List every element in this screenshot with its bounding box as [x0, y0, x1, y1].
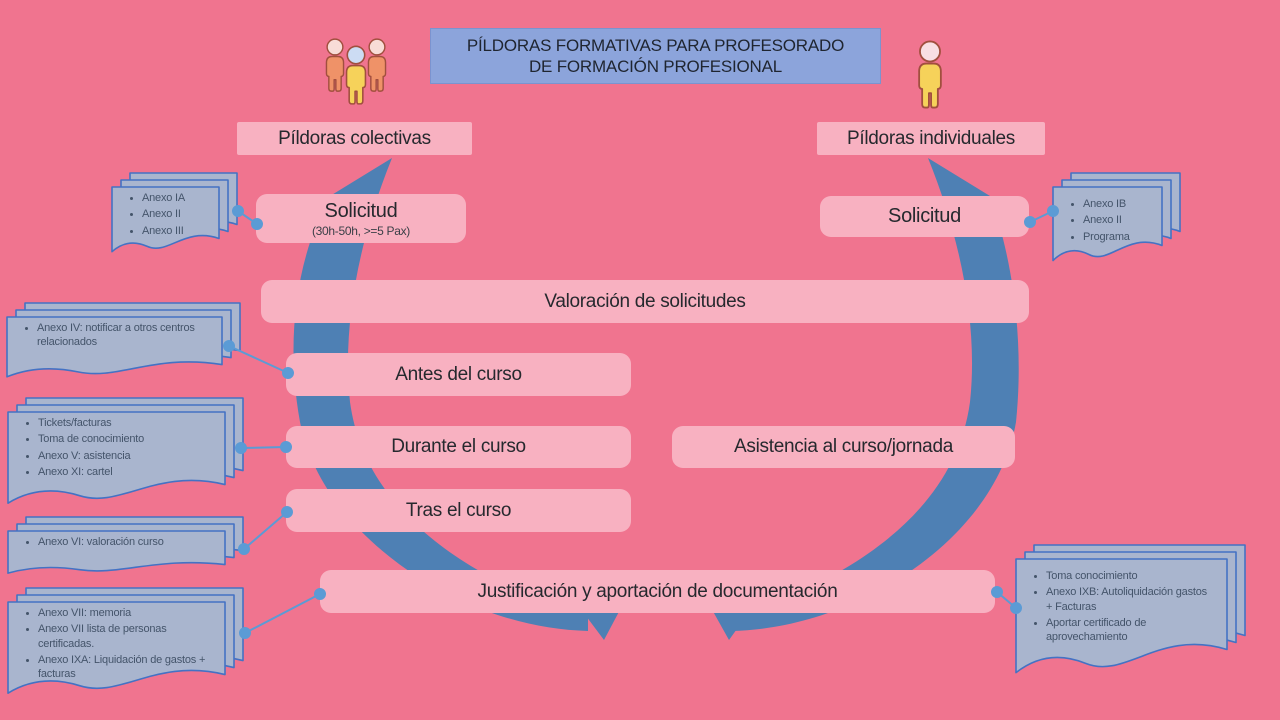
note-item: Anexo XI: cartel	[38, 465, 209, 479]
note-list: Anexo IA Anexo II Anexo III	[122, 191, 203, 240]
step-label: Antes del curso	[395, 363, 522, 385]
step-label: Solicitud	[324, 199, 398, 222]
group-people-icon	[325, 38, 387, 105]
note-stack-anexos-individual: Anexo IB Anexo II Programa	[1052, 172, 1181, 262]
note-item: Anexo VI: valoración curso	[38, 535, 209, 549]
branch-label-individuales: Píldoras individuales	[817, 122, 1045, 155]
page-title: PÍLDORAS FORMATIVAS PARA PROFESORADO DE …	[466, 35, 845, 76]
note-list: Toma conocimientoAnexo IXB: Autoliquidac…	[1026, 569, 1211, 646]
note-item: Anexo VII: memoria	[38, 606, 209, 620]
note-item: Tickets/facturas	[38, 416, 209, 430]
step-label: Valoración de solicitudes	[544, 290, 746, 312]
step-label: Durante el curso	[391, 436, 526, 457]
step-label: Justificación y aportación de documentac…	[477, 580, 838, 602]
note-item: Anexo II	[142, 207, 203, 221]
left-cycle-arrowhead	[580, 606, 622, 640]
document-stack-icon	[111, 172, 238, 253]
step-tras-el-curso: Tras el curso	[286, 489, 631, 532]
note-stack-anexo-vi: Anexo VI: valoración curso	[7, 516, 244, 574]
note-item: Anexo II	[1083, 213, 1146, 227]
note-stack-justificacion-individual: Toma conocimientoAnexo IXB: Autoliquidac…	[1015, 544, 1246, 675]
document-stack-icon	[7, 587, 244, 694]
note-list: Anexo IV: notificar a otros centros rela…	[17, 321, 206, 352]
note-stack-durante-docs: Tickets/facturasToma de conocimientoAnex…	[7, 397, 244, 505]
note-item: Anexo IB	[1083, 197, 1146, 211]
document-stack-icon	[6, 302, 241, 378]
person-left-icon	[325, 38, 345, 92]
note-item: Anexo IXB: Autoliquidación gastos + Fact…	[1046, 585, 1211, 614]
step-label: Tras el curso	[405, 499, 512, 521]
person-right-icon	[367, 38, 387, 92]
step-solicitud-individuales: Solicitud	[820, 196, 1029, 237]
note-list: Anexo VII: memoriaAnexo VII lista de per…	[18, 606, 209, 683]
note-item: Programa	[1083, 230, 1146, 244]
person-center-icon	[345, 45, 367, 105]
note-list: Anexo VI: valoración curso	[18, 535, 209, 551]
note-item: Anexo VII lista de personas certificadas…	[38, 622, 209, 651]
note-list: Anexo IB Anexo II Programa	[1063, 197, 1146, 246]
note-item: Toma conocimiento	[1046, 569, 1211, 583]
step-antes-del-curso: Antes del curso	[286, 353, 631, 396]
right-cycle-arrowhead	[710, 606, 752, 640]
note-item: Aportar certificado de aprovechamiento	[1046, 616, 1211, 645]
step-label: Asistencia al curso/jornada	[734, 436, 953, 457]
step-durante-el-curso: Durante el curso	[286, 426, 631, 468]
document-stack-icon	[1052, 172, 1181, 262]
step-asistencia: Asistencia al curso/jornada	[672, 426, 1015, 468]
branch-label-colectivas: Píldoras colectivas	[237, 122, 472, 155]
note-item: Anexo III	[142, 224, 203, 238]
step-solicitud-colectivas: Solicitud (30h-50h, >=5 Pax)	[256, 194, 466, 243]
step-valoracion: Valoración de solicitudes	[261, 280, 1029, 323]
right-cycle-arrow	[732, 158, 1019, 631]
note-stack-anexo-iv: Anexo IV: notificar a otros centros rela…	[6, 302, 241, 378]
note-item: Anexo IA	[142, 191, 203, 205]
note-item: Anexo IV: notificar a otros centros rela…	[37, 321, 206, 350]
note-item: Toma de conocimiento	[38, 432, 209, 446]
title-banner: PÍLDORAS FORMATIVAS PARA PROFESORADO DE …	[430, 28, 881, 84]
document-stack-icon	[1015, 544, 1246, 674]
note-stack-anexos-colectiva: Anexo IA Anexo II Anexo III	[111, 172, 238, 253]
note-item: Anexo V: asistencia	[38, 449, 209, 463]
branch-label-text: Píldoras individuales	[847, 127, 1015, 149]
note-item: Anexo IXA: Liquidación de gastos + factu…	[38, 653, 209, 682]
document-stack-icon	[7, 516, 244, 574]
step-justificacion: Justificación y aportación de documentac…	[320, 570, 995, 613]
branch-label-text: Píldoras colectivas	[278, 127, 431, 149]
person-icon	[918, 40, 942, 109]
step-label: Solicitud	[888, 205, 961, 227]
note-stack-justificacion-colectiva: Anexo VII: memoriaAnexo VII lista de per…	[7, 587, 244, 695]
note-list: Tickets/facturasToma de conocimientoAnex…	[18, 416, 209, 481]
step-sublabel: (30h-50h, >=5 Pax)	[311, 223, 410, 238]
document-stack-icon	[7, 397, 244, 504]
single-person-icon	[918, 40, 942, 109]
